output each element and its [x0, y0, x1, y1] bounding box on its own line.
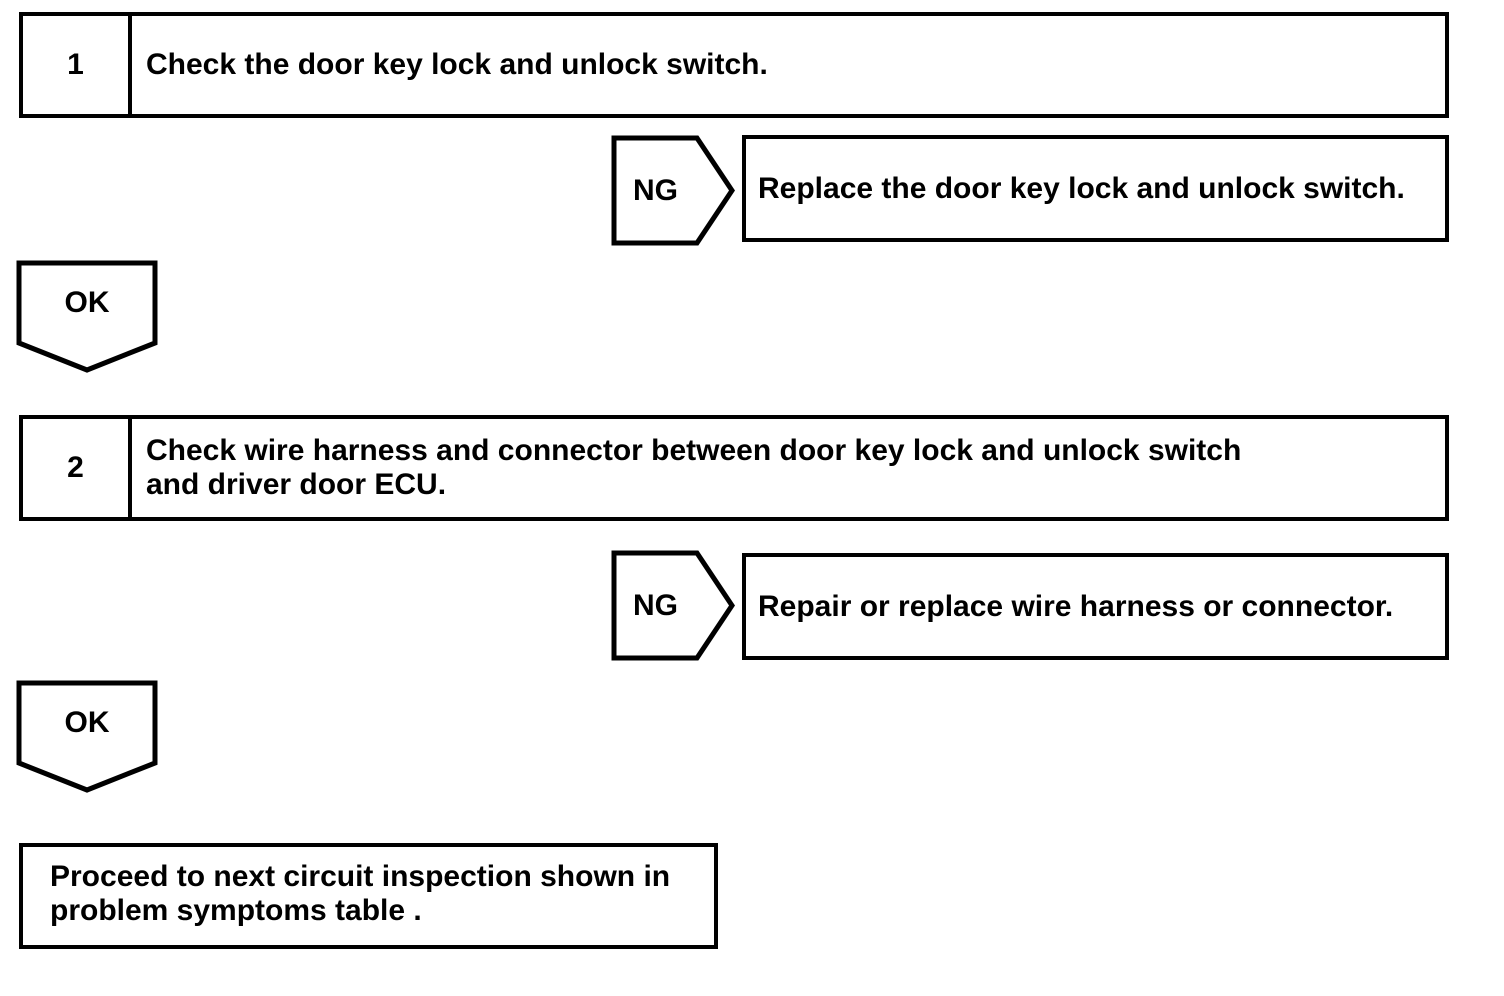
ok-arrow-1: OK — [16, 260, 158, 375]
ng-label-2: NG — [633, 588, 678, 622]
step-1-number: 1 — [23, 16, 132, 114]
step-2-box: 2 Check wire harness and connector betwe… — [19, 415, 1449, 521]
step-1-instruction: Check the door key lock and unlock switc… — [132, 16, 1445, 114]
ng-pentagon-shape-2 — [611, 550, 735, 661]
ng-label-1: NG — [633, 173, 678, 207]
ok-pentagon-shape-2 — [16, 680, 158, 793]
ng-result-box-1: Replace the door key lock and unlock swi… — [742, 135, 1449, 242]
step-2-instruction-line-2: and driver door ECU. — [146, 468, 447, 501]
ok-pentagon-shape-1 — [16, 260, 158, 373]
ng-arrow-2: NG — [611, 550, 735, 661]
step-2-number: 2 — [23, 419, 132, 517]
final-instruction-line-1: Proceed to next circuit inspection shown… — [50, 860, 671, 893]
ng-result-text-1: Replace the door key lock and unlock swi… — [758, 171, 1405, 205]
ok-arrow-2: OK — [16, 680, 158, 795]
ng-pentagon-shape-1 — [611, 135, 735, 246]
ng-result-text-2: Repair or replace wire harness or connec… — [758, 589, 1394, 623]
step-2-instruction-line-1: Check wire harness and connector between… — [146, 434, 1242, 467]
ok-label-2: OK — [64, 706, 110, 739]
final-instruction-line-2: problem symptoms table . — [50, 894, 422, 927]
ng-result-box-2: Repair or replace wire harness or connec… — [742, 553, 1449, 660]
step-1-box: 1 Check the door key lock and unlock swi… — [19, 12, 1449, 118]
step-2-instruction: Check wire harness and connector between… — [132, 419, 1445, 517]
ok-label-1: OK — [64, 286, 110, 319]
step-1-instruction-line: Check the door key lock and unlock switc… — [146, 48, 768, 81]
ng-arrow-1: NG — [611, 135, 735, 246]
final-instruction-box: Proceed to next circuit inspection shown… — [19, 843, 718, 949]
